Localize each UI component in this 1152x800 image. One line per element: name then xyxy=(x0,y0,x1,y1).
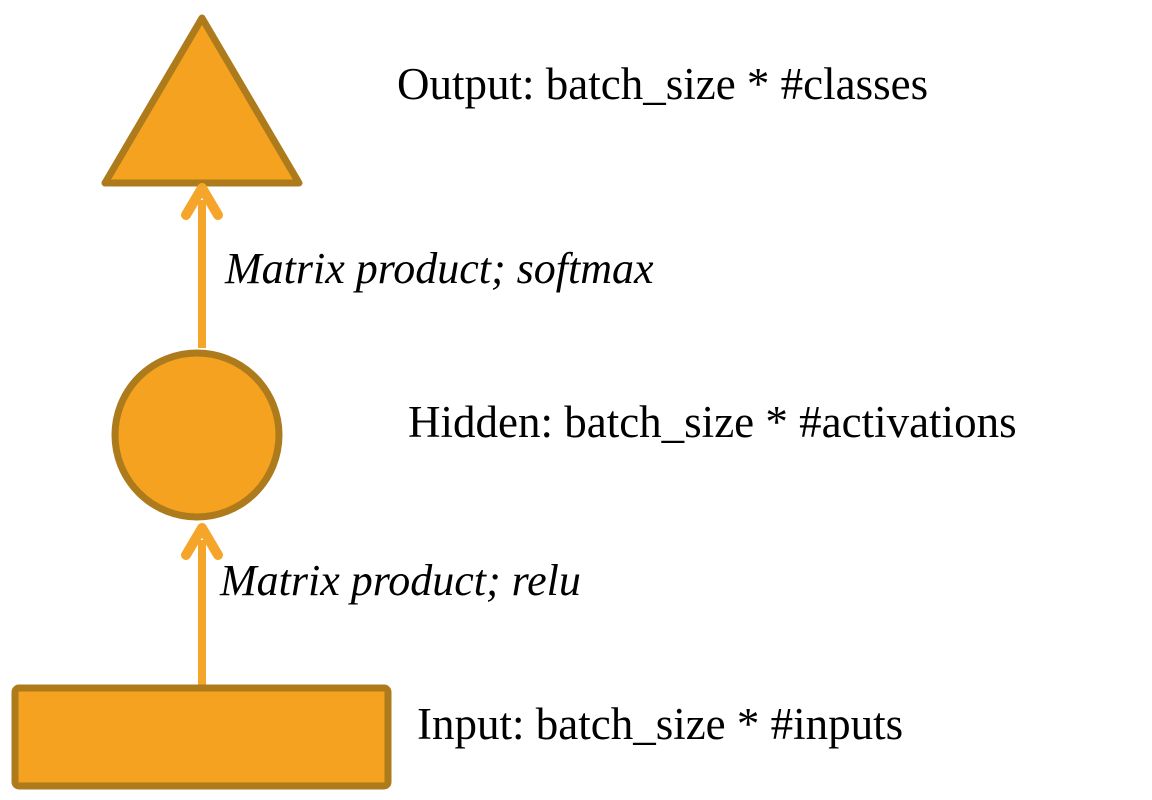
arrow-hidden-to-output-head-icon xyxy=(181,183,223,220)
edge-label-matrix-product-softmax: Matrix product; softmax xyxy=(225,244,654,293)
hidden-node-label: Hidden: batch_size * #activations xyxy=(408,397,1017,447)
input-node-label: Input: batch_size * #inputs xyxy=(417,699,904,749)
output-node-label: Output: batch_size * #classes xyxy=(397,59,929,109)
hidden-circle-shape xyxy=(111,349,283,521)
edge-label-matrix-product-relu: Matrix product; relu xyxy=(220,556,581,605)
arrow-input-to-hidden-head-icon xyxy=(181,523,223,560)
input-rectangle-shape xyxy=(11,684,392,790)
output-triangle-shape xyxy=(101,14,303,187)
